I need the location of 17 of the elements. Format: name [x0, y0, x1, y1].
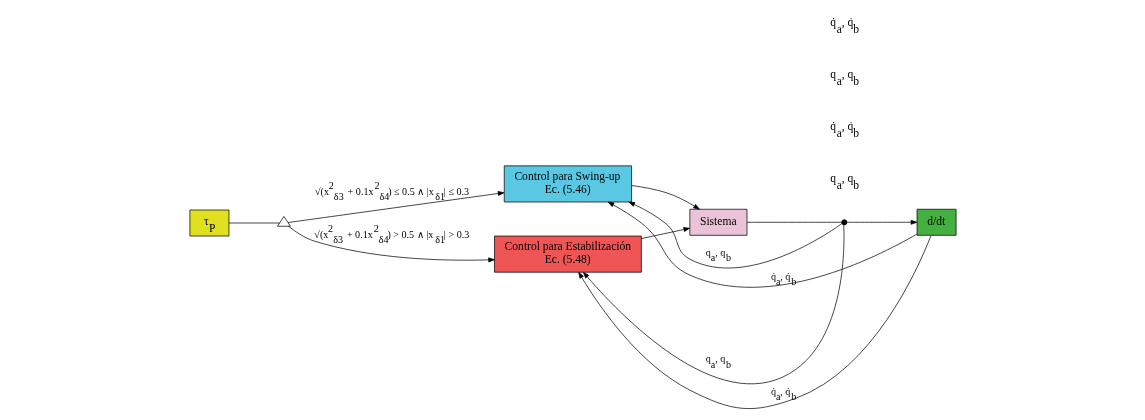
arrow [577, 235, 931, 409]
arrow [607, 201, 917, 288]
arrow [628, 201, 842, 269]
node-box: Sistema [689, 208, 747, 236]
arrow [287, 191, 504, 223]
node-box: Control para Estabilización Ec. (5.48) [493, 235, 642, 273]
node-circle [840, 219, 847, 226]
node-box: Control para Swing-up Ec. (5.46) [503, 165, 632, 203]
node-box: d/dt [916, 208, 956, 236]
arrow [846, 219, 917, 225]
arrow [630, 185, 700, 210]
connector [228, 222, 280, 224]
arrow [640, 227, 690, 239]
arrow [287, 225, 495, 263]
connector [746, 221, 842, 223]
arrow [582, 224, 844, 384]
node-switch [276, 216, 291, 227]
